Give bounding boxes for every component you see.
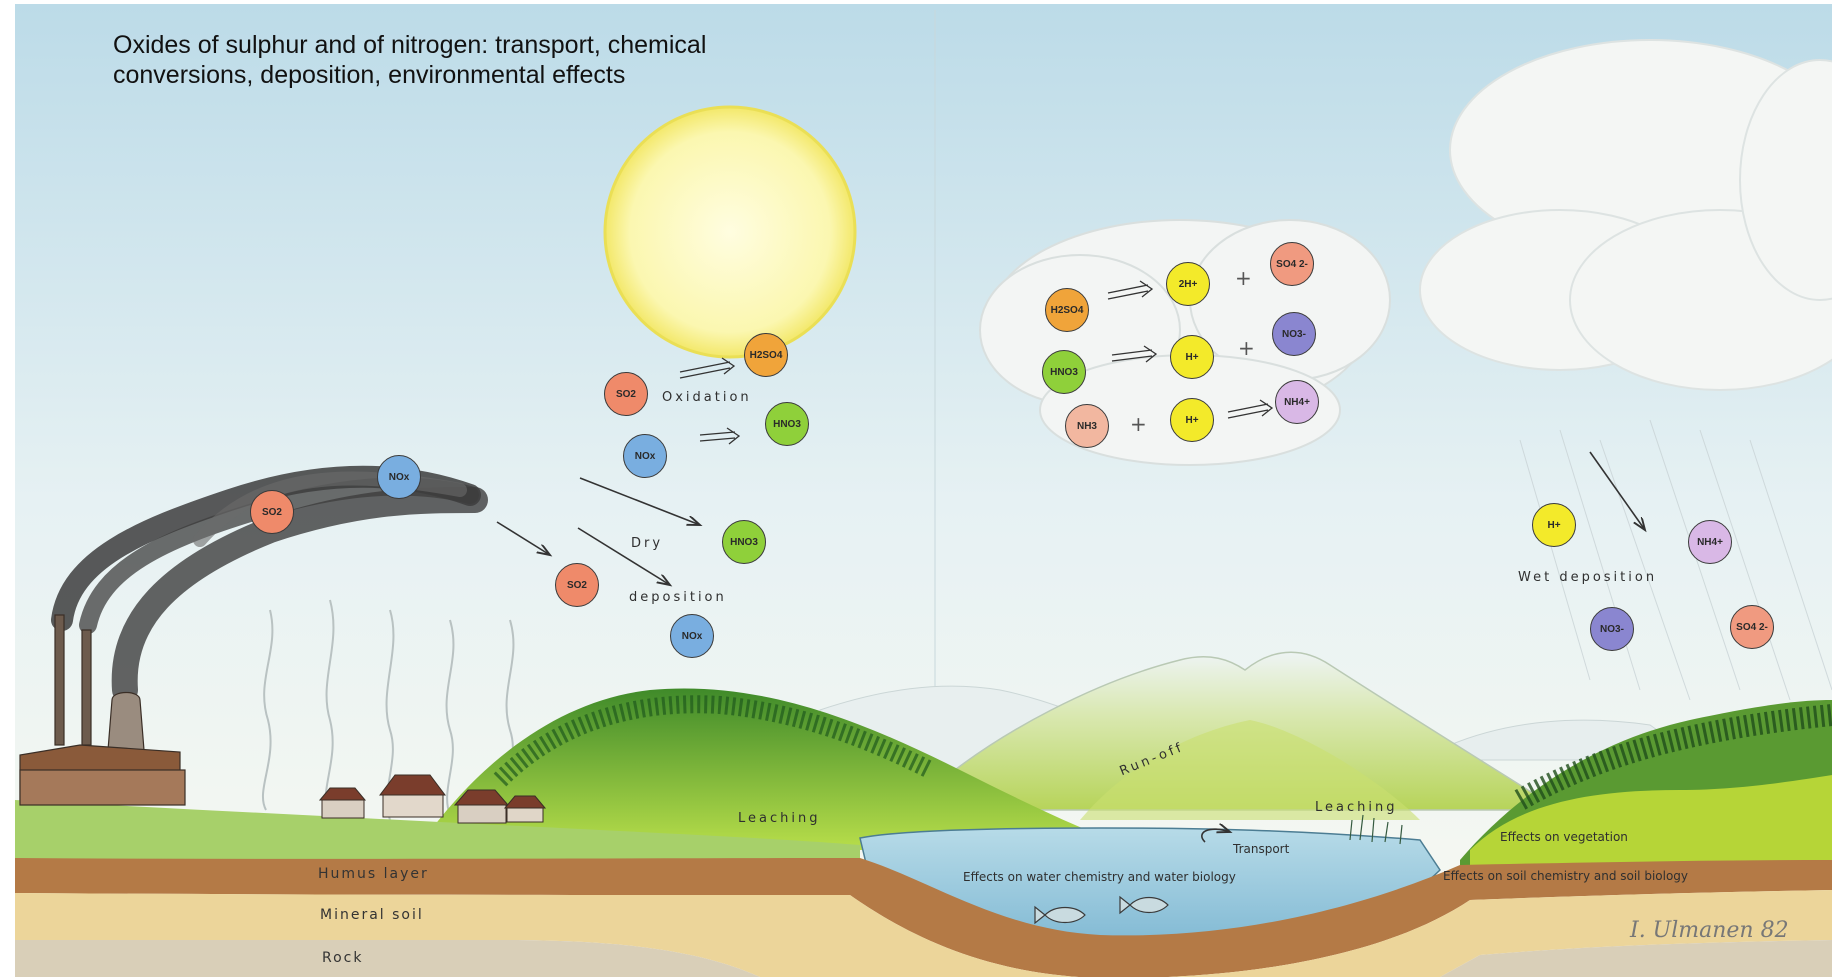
title-line-2: conversions, deposition, environmental e… <box>113 60 873 90</box>
label-effects-water: Effects on water chemistry and water bio… <box>963 870 1236 884</box>
label-rock: Rock <box>322 950 363 966</box>
h2so4-molecule-oxidation: H2SO4 <box>744 333 788 377</box>
so2-molecule-smoke: SO2 <box>250 490 294 534</box>
label-wet-deposition: Wet deposition <box>1518 570 1657 585</box>
diagram-title: Oxides of sulphur and of nitrogen: trans… <box>113 30 873 90</box>
hno3-molecule-oxidation: HNO3 <box>765 402 809 446</box>
label-effects-soil: Effects on soil chemistry and soil biolo… <box>1443 869 1688 883</box>
artist-signature: I. Ulmanen 82 <box>1630 918 1789 943</box>
label-dry: Dry <box>631 536 663 551</box>
no3-ion-wet: NO3- <box>1590 607 1634 651</box>
so2-molecule-dry: SO2 <box>555 563 599 607</box>
plus-sign-3: + <box>1130 412 1147 436</box>
hno3-molecule-dry: HNO3 <box>722 520 766 564</box>
label-effects-vegetation: Effects on vegetation <box>1500 830 1628 844</box>
nh4-ion-wet: NH4+ <box>1688 520 1732 564</box>
so4-ion-wet: SO4 2- <box>1730 605 1774 649</box>
no3-ion-cloud: NO3- <box>1272 312 1316 356</box>
nox-molecule-smoke: NOx <box>377 455 421 499</box>
2h-ion-cloud: 2H+ <box>1166 262 1210 306</box>
label-oxidation: Oxidation <box>662 390 752 405</box>
h2so4-molecule-cloud: H2SO4 <box>1045 288 1089 332</box>
hno3-molecule-cloud: HNO3 <box>1042 350 1086 394</box>
h-ion-cloud-2: H+ <box>1170 398 1214 442</box>
nox-molecule-oxidation: NOx <box>623 434 667 478</box>
label-mineral-soil: Mineral soil <box>320 907 424 923</box>
so4-ion-cloud: SO4 2- <box>1270 242 1314 286</box>
h-ion-wet: H+ <box>1532 503 1576 547</box>
label-humus-layer: Humus layer <box>318 866 429 882</box>
label-leaching-left: Leaching <box>738 811 820 826</box>
nox-molecule-dry: NOx <box>670 614 714 658</box>
label-transport: Transport <box>1233 842 1289 856</box>
so2-molecule-oxidation: SO2 <box>604 372 648 416</box>
title-line-1: Oxides of sulphur and of nitrogen: trans… <box>113 30 873 60</box>
label-leaching-right: Leaching <box>1315 800 1397 815</box>
label-deposition: deposition <box>629 590 727 605</box>
nh4-ion-cloud: NH4+ <box>1275 380 1319 424</box>
sun <box>605 107 855 357</box>
plus-sign-1: + <box>1235 266 1252 290</box>
plus-sign-2: + <box>1238 336 1255 360</box>
nh3-molecule-cloud: NH3 <box>1065 404 1109 448</box>
h-ion-cloud: H+ <box>1170 335 1214 379</box>
